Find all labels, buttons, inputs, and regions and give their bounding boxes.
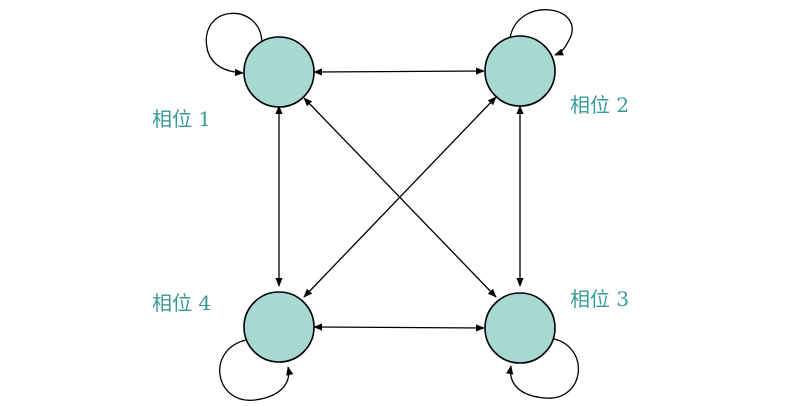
edge-phase-4-phase-3 [313,323,485,332]
self-loop-phase-1 [205,12,263,77]
label-phase-3: 相位 3 [570,287,629,311]
label-phase-4: 相位 4 [152,291,211,315]
label-phase-1: 相位 1 [152,107,211,131]
edge-phase-1-phase-2 [313,67,485,76]
self-loop-phase-4 [219,339,294,401]
self-loop-phase-2 [509,9,573,56]
node-phase-2 [484,35,556,107]
edge-phase-2-phase-4 [303,96,497,298]
node-phase-4 [243,291,315,363]
self-loop-phase-3 [506,337,579,399]
node-phase-3 [484,292,556,364]
label-phase-2: 相位 2 [570,93,629,117]
node-phase-1 [243,36,315,108]
